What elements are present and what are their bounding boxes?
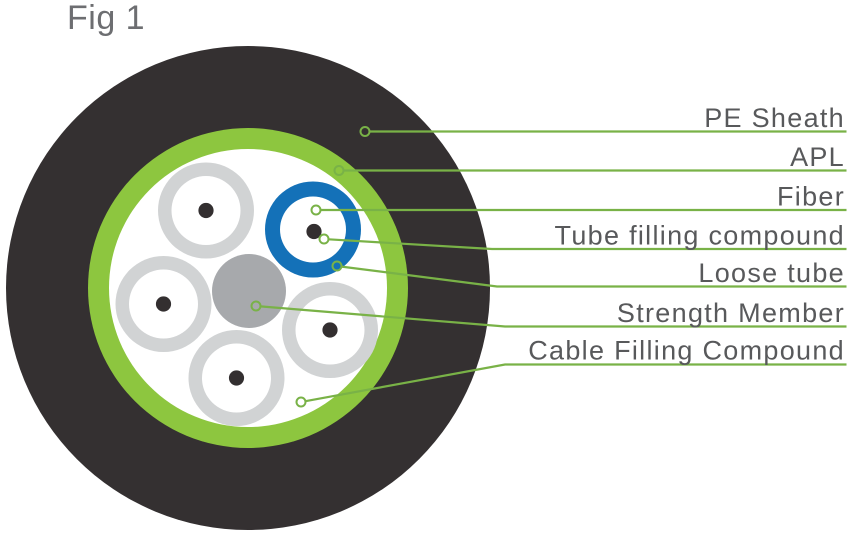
callout-label: APL — [790, 142, 845, 172]
leader-line — [305, 363, 847, 403]
callout-label: Fiber — [777, 182, 845, 212]
callout-pe-sheath: PE Sheath — [359, 103, 847, 137]
callout-tube-filling-compound: Tube filling compound — [318, 221, 847, 251]
loose-tube-gray-3 — [282, 282, 378, 378]
strength-member-circle — [212, 254, 286, 328]
callout-label: Cable Filling Compound — [528, 336, 845, 366]
fiber-dot — [155, 296, 172, 312]
leader-marker-circle — [318, 233, 330, 245]
callout-label: PE Sheath — [704, 103, 845, 133]
fiber-dot — [306, 223, 322, 240]
leader-line — [260, 305, 847, 328]
callout-fiber: Fiber — [310, 182, 847, 216]
loose-tube-gray-1 — [158, 162, 254, 259]
callout-label: Strength Member — [617, 298, 845, 328]
leader-marker-circle — [331, 260, 343, 272]
callout-apl: APL — [333, 142, 847, 176]
fiber-dot — [228, 370, 245, 386]
callout-loose-tube: Loose tube — [331, 258, 847, 288]
leader-marker-circle — [310, 204, 322, 216]
callout-strength-member: Strength Member — [250, 298, 847, 328]
leader-marker-circle — [250, 300, 262, 312]
fiber-dot — [322, 322, 338, 338]
leader-line — [341, 265, 847, 288]
callout-label: Tube filling compound — [555, 221, 845, 251]
figure-title: Fig 1 — [67, 0, 145, 37]
callout-label: Loose tube — [698, 258, 845, 288]
callout-cable-filling-compound: Cable Filling Compound — [295, 336, 847, 408]
loose-tube-blue — [265, 181, 361, 278]
loose-tube-gray-2 — [115, 256, 212, 352]
leader-marker-circle — [359, 126, 371, 137]
leader-marker-circle — [295, 396, 307, 408]
leader-marker-circle — [333, 165, 345, 176]
loose-tube-gray-4 — [188, 330, 285, 426]
fiber-dot — [198, 202, 214, 219]
leader-line — [328, 238, 847, 251]
cable-body — [6, 46, 490, 530]
